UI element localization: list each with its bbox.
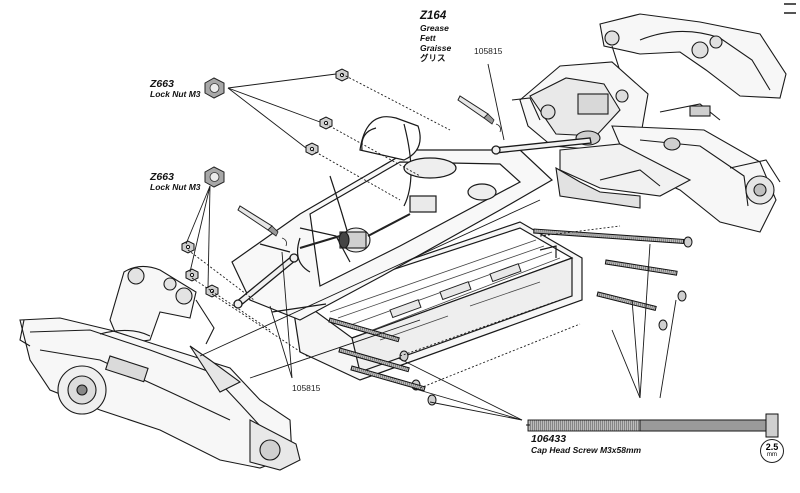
lock-nut-desc-mid: Lock Nut M3: [150, 182, 201, 192]
rear-suspension-assembly: [19, 265, 301, 471]
screw-code-label: 106433: [531, 433, 567, 445]
screw-icon: [350, 365, 437, 406]
screw-icon: [596, 291, 668, 331]
lock-nut-icon: [204, 77, 225, 99]
menu-icon[interactable]: [778, 0, 800, 14]
linkage-rods: [233, 137, 592, 313]
grease-tube-icon: [237, 205, 287, 247]
leader-lines: [185, 63, 677, 421]
screws-exploded: [328, 228, 693, 406]
front-suspension-assembly: [511, 13, 787, 233]
lock-nut-icon: [204, 166, 225, 188]
grease-name-en: Grease: [420, 23, 449, 33]
screw-icon: [328, 317, 409, 362]
lock-nut-code-top: Z663: [150, 78, 174, 90]
hex-wrench-badge: 2.5 mm: [760, 439, 784, 463]
grease-name-de: Fett: [420, 33, 436, 43]
lock-nuts: [181, 68, 349, 298]
grease-code-label: Z164: [420, 10, 447, 22]
lock-nut-icon: [319, 116, 333, 130]
lock-nut-desc-top: Lock Nut M3: [150, 89, 201, 99]
tool-unit: mm: [767, 452, 777, 458]
lock-nut-icon: [181, 240, 195, 254]
lock-nut-icon: [205, 284, 219, 298]
part-number-top: 105815: [474, 46, 503, 56]
grease-tube-icon: [457, 95, 501, 133]
center-diff: [299, 213, 411, 253]
lock-nut-icon: [185, 268, 199, 282]
grease-name-jp: グリス: [420, 53, 446, 63]
lock-nut-icon: [305, 142, 319, 156]
center-deck: [231, 116, 554, 321]
lock-nut-code-mid: Z663: [150, 171, 174, 183]
screw-icon: [604, 259, 687, 302]
screw-icon: [533, 228, 693, 248]
screw-desc-label: Cap Head Screw M3x58mm: [531, 445, 642, 455]
chassis-tub: [291, 221, 583, 381]
lock-nut-icon: [335, 68, 349, 82]
screw-callout: [526, 413, 779, 438]
grease-name-fr: Graisse: [420, 43, 452, 53]
part-number-bottom: 105815: [292, 383, 321, 393]
tool-size: 2.5: [765, 442, 779, 452]
